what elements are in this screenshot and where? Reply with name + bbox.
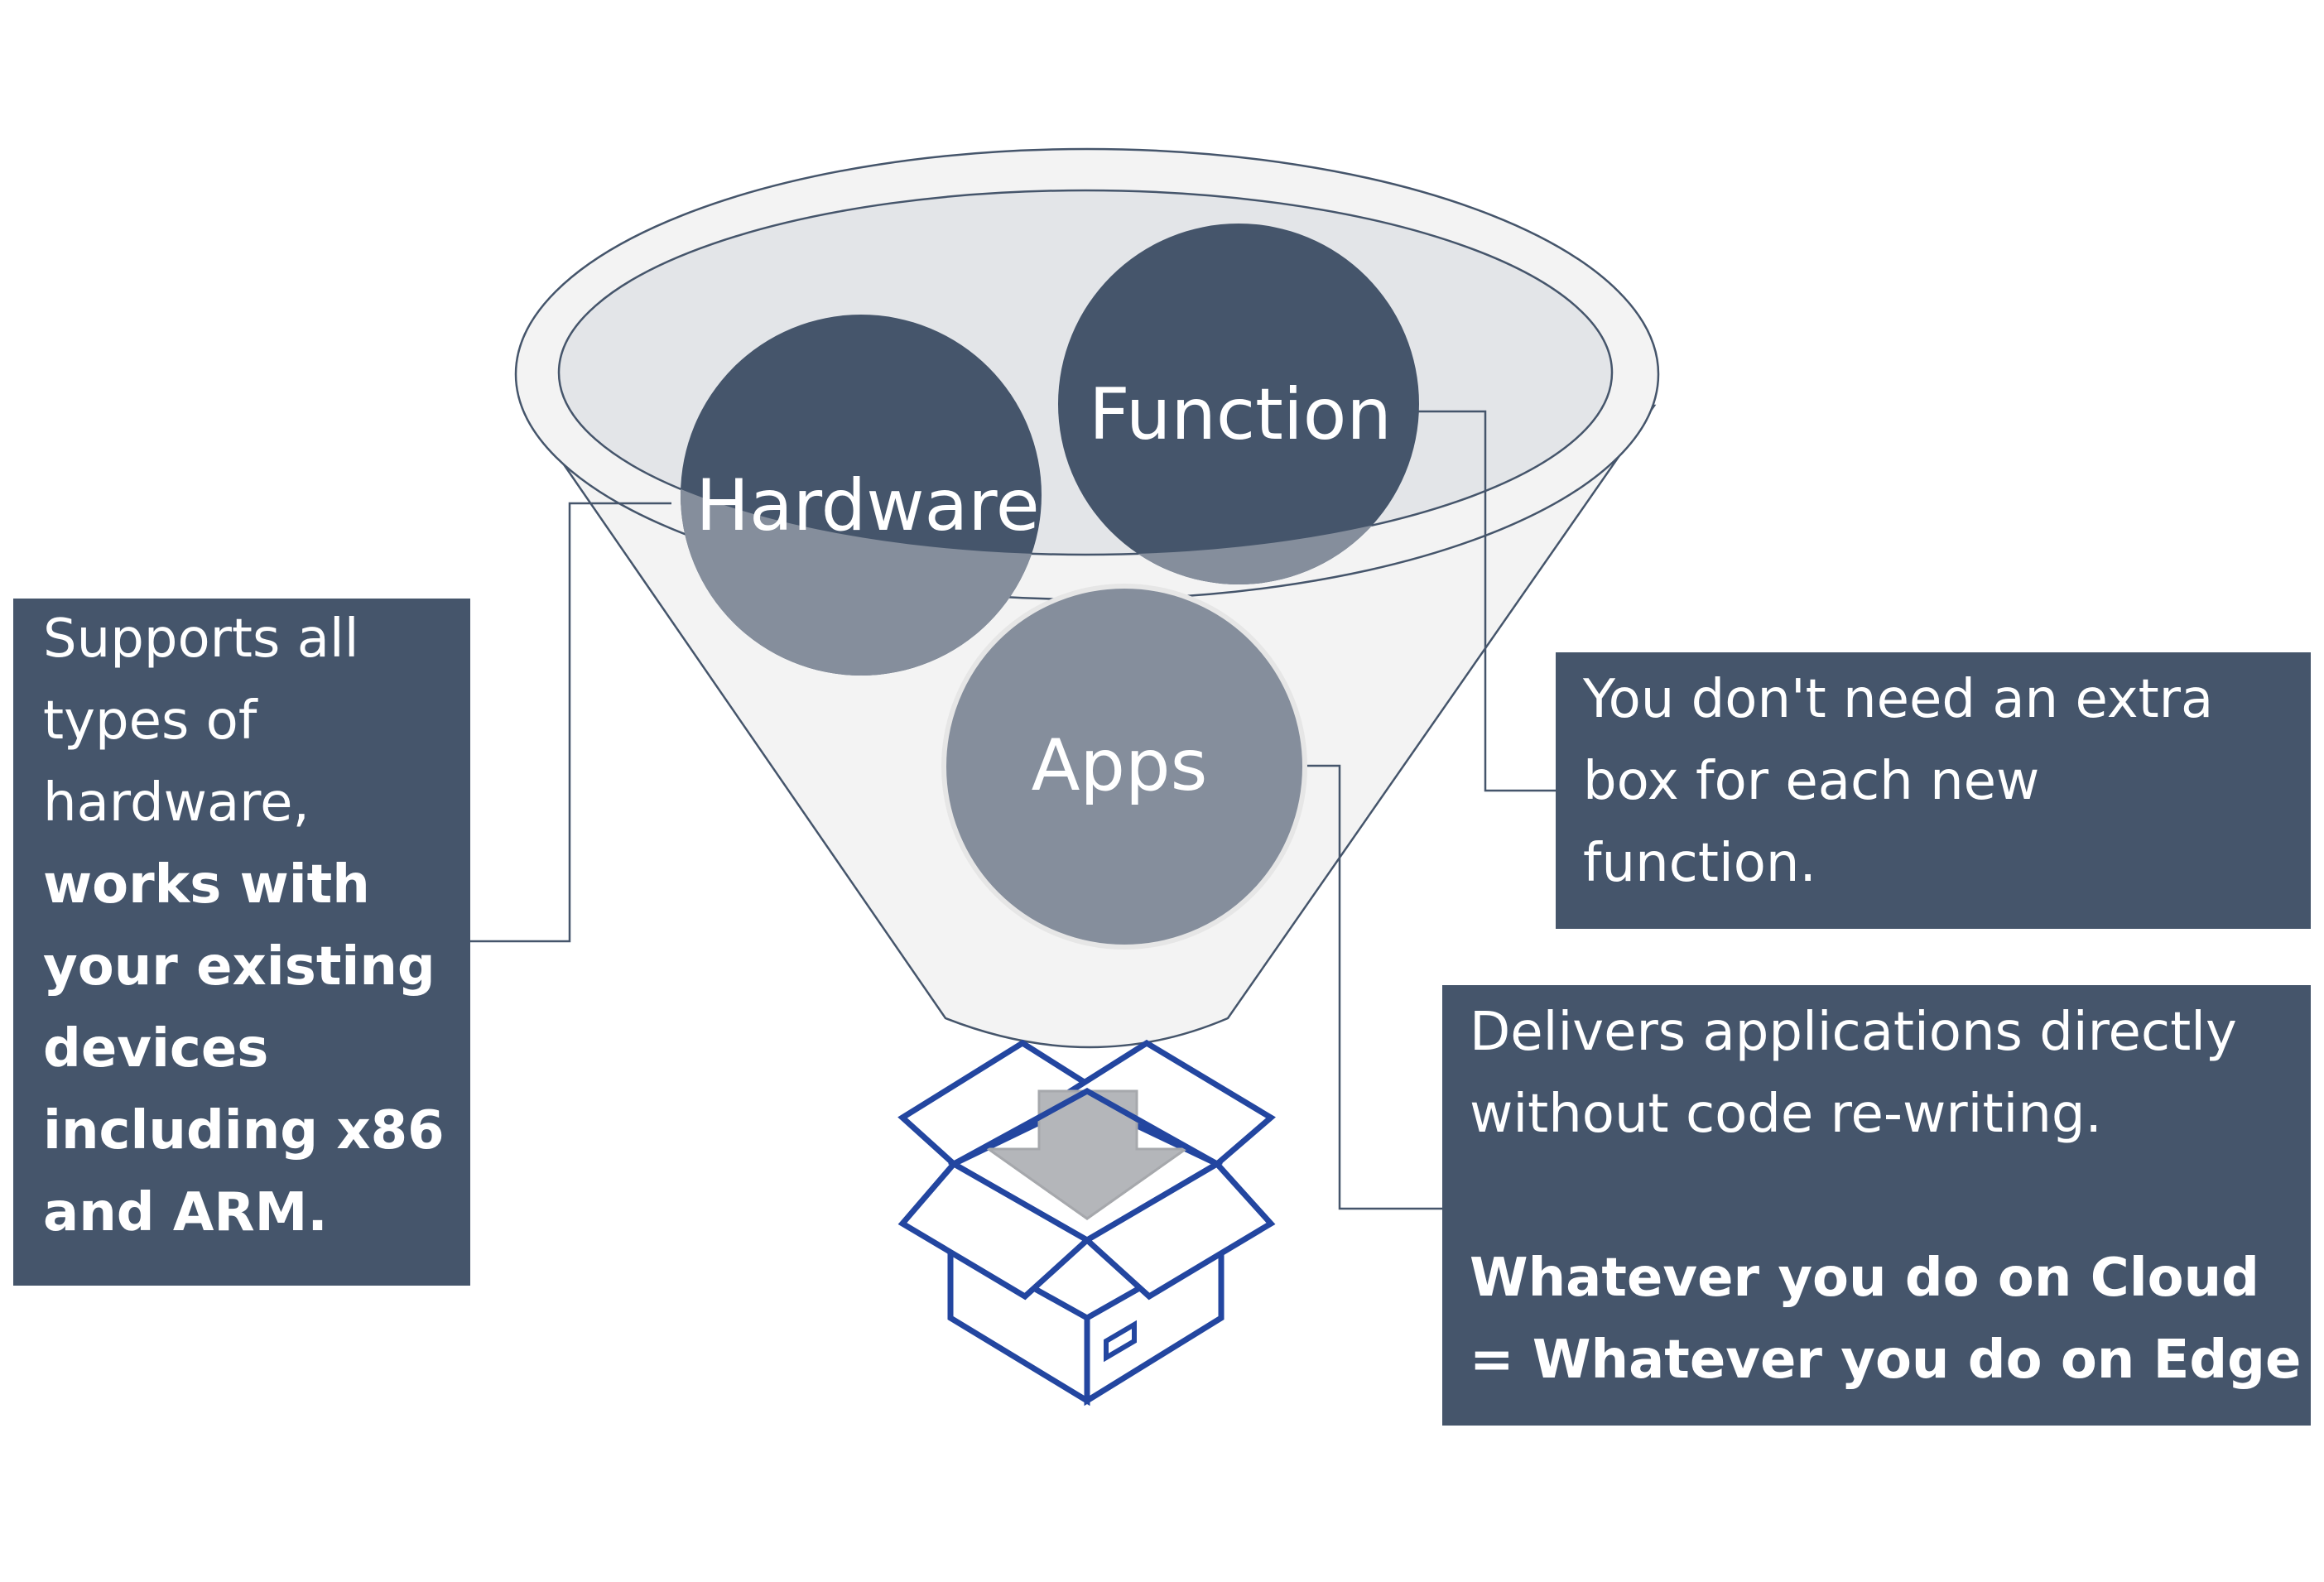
function-circle (1058, 224, 1419, 584)
apps-circle (941, 584, 1307, 950)
hardware-callout-line: types of (43, 690, 257, 752)
hardware-callout-line: devices (43, 1018, 269, 1080)
open-box-icon (897, 1039, 1276, 1406)
hardware-callout: Supports all types of hardware, works wi… (13, 599, 470, 1286)
apps-callout-line: Delivers applications directly (1470, 1002, 2237, 1063)
apps-callout-line: without code re-writing. (1470, 1084, 2102, 1145)
hardware-callout-line: and ARM. (43, 1182, 328, 1243)
function-label: Function (1089, 373, 1392, 456)
hardware-callout-line: works with (43, 854, 370, 916)
function-callout-line: function. (1583, 833, 1816, 894)
connector-hardware (470, 502, 671, 943)
function-callout: You don't need an extra box for each new… (1556, 652, 2311, 929)
apps-callout-line: = Whatever you do on Edge (1470, 1330, 2302, 1391)
function-callout-line: You don't need an extra (1583, 669, 2214, 730)
hardware-label: Hardware (695, 464, 1039, 547)
apps-callout: Delivers applications directly without c… (1442, 985, 2311, 1426)
hardware-callout-line: hardware, (43, 772, 310, 834)
hardware-callout-line: including x86 (43, 1100, 445, 1161)
connector-function (1416, 410, 1556, 792)
hardware-callout-line: Supports all (43, 608, 359, 670)
apps-callout-line: Whatever you do on Cloud (1470, 1248, 2259, 1309)
apps-label: Apps (1032, 724, 1208, 807)
function-callout-line: box for each new (1583, 751, 2040, 812)
apps-callout-spacer (1470, 1156, 2311, 1238)
hardware-callout-line: your existing (43, 936, 435, 998)
